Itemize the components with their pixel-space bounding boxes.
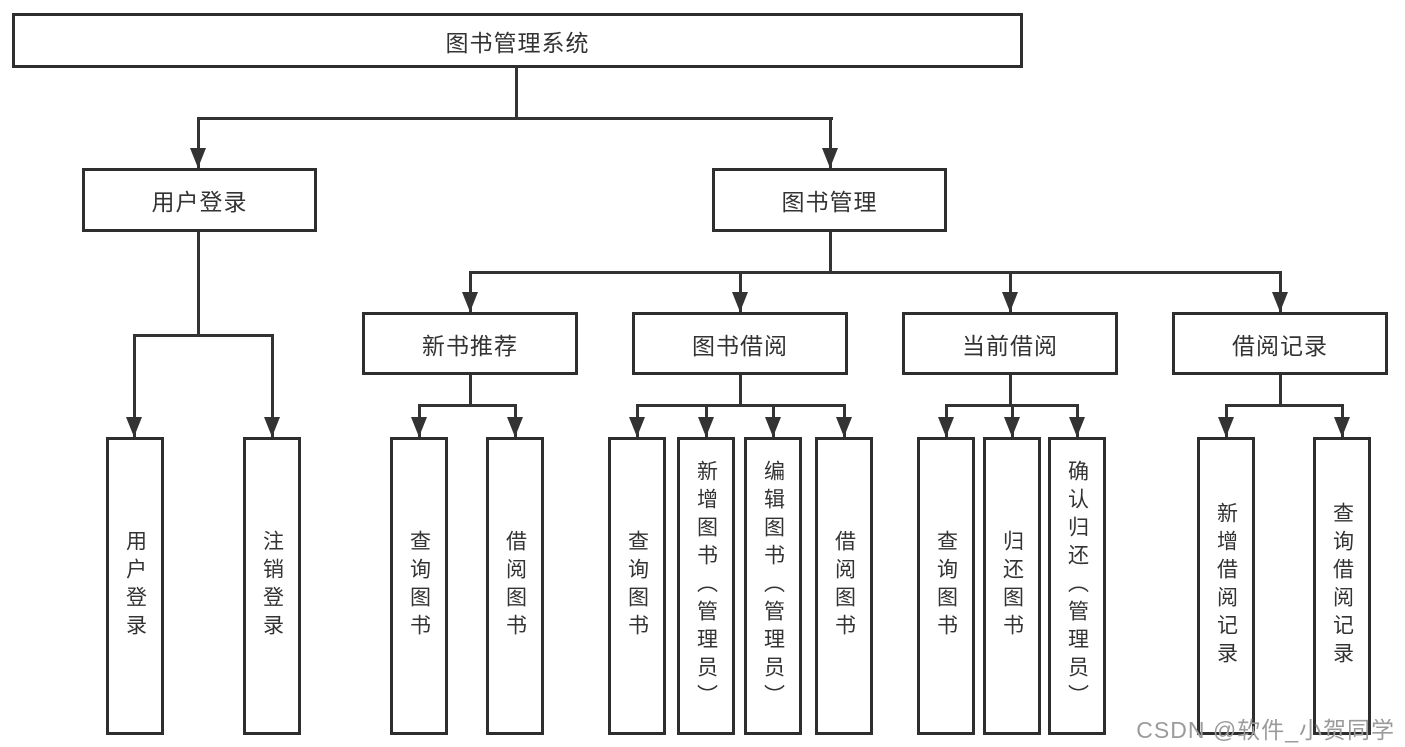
- connector-line: [636, 404, 846, 407]
- leaf-user-login: 用户登录: [106, 437, 164, 735]
- leaf-query-books-recommend: 查询图书: [390, 437, 448, 735]
- node-user-login: 用户登录: [82, 168, 317, 232]
- connector-line: [1225, 404, 1344, 407]
- node-library-system: 图书管理系统: [12, 13, 1023, 68]
- leaf-edit-books-admin: 编辑图书（管理员）: [744, 437, 802, 735]
- leaf-logout: 注销登录: [243, 437, 301, 735]
- connector-line: [1009, 375, 1012, 406]
- node-current-borrowing: 当前借阅: [902, 312, 1118, 375]
- leaf-confirm-return-admin: 确认归还（管理员）: [1048, 437, 1106, 735]
- arrow-down-icon: [1069, 417, 1085, 437]
- arrow-down-icon: [1004, 417, 1020, 437]
- leaf-query-borrow-record: 查询借阅记录: [1313, 437, 1371, 735]
- arrow-down-icon: [1218, 417, 1234, 437]
- connector-line: [133, 334, 274, 337]
- leaf-return-books: 归还图书: [983, 437, 1041, 735]
- connector-line: [197, 232, 200, 336]
- arrow-down-icon: [507, 417, 523, 437]
- leaf-borrow-books-recommend: 借阅图书: [486, 437, 544, 735]
- arrow-down-icon: [938, 417, 954, 437]
- arrow-down-icon: [629, 417, 645, 437]
- connector-line: [739, 375, 742, 406]
- node-new-book-recommend: 新书推荐: [362, 312, 578, 375]
- connector-line: [829, 232, 832, 273]
- connector-line: [515, 68, 518, 118]
- node-book-management: 图书管理: [712, 168, 947, 232]
- leaf-borrow-books: 借阅图书: [815, 437, 873, 735]
- arrow-down-icon: [411, 417, 427, 437]
- arrow-down-icon: [1272, 292, 1288, 312]
- node-book-borrowing: 图书借阅: [632, 312, 848, 375]
- arrow-down-icon: [822, 148, 838, 168]
- connector-line: [469, 271, 1282, 274]
- arrow-down-icon: [698, 417, 714, 437]
- connector-line: [1279, 375, 1282, 406]
- connector-line: [829, 118, 832, 168]
- arrow-down-icon: [126, 417, 142, 437]
- leaf-add-books-admin: 新增图书（管理员）: [677, 437, 735, 735]
- arrow-down-icon: [190, 148, 206, 168]
- arrow-down-icon: [1002, 292, 1018, 312]
- arrow-down-icon: [836, 417, 852, 437]
- arrow-down-icon: [264, 417, 280, 437]
- leaf-add-borrow-record: 新增借阅记录: [1197, 437, 1255, 735]
- leaf-query-books-current: 查询图书: [917, 437, 975, 735]
- arrow-down-icon: [732, 292, 748, 312]
- connector-line: [469, 375, 472, 406]
- connector-line: [271, 335, 274, 437]
- csdn-watermark: CSDN @软件_小贺同学: [1136, 717, 1395, 743]
- arrow-down-icon: [462, 292, 478, 312]
- connector-line: [418, 404, 517, 407]
- connector-line: [197, 118, 200, 168]
- arrow-down-icon: [1334, 417, 1350, 437]
- leaf-query-books-borrow: 查询图书: [608, 437, 666, 735]
- connector-line: [133, 335, 136, 437]
- connector-line: [197, 117, 833, 120]
- node-borrow-records: 借阅记录: [1172, 312, 1388, 375]
- arrow-down-icon: [765, 417, 781, 437]
